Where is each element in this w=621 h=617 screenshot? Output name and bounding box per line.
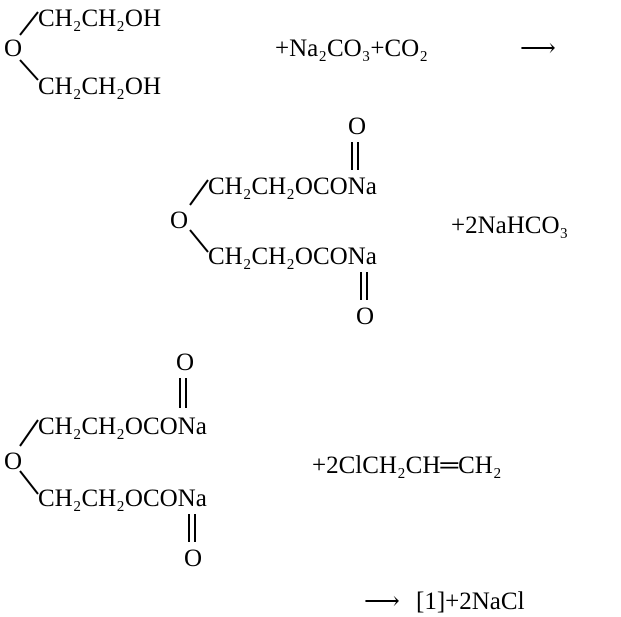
ether-bond-top (19, 11, 39, 36)
reagents-na2co3-co2: +Na₂CO₃+CO₂ (275, 35, 428, 62)
carbonyl-oxygen-bottom: O (356, 303, 374, 330)
ether-oxygen: O (4, 448, 22, 475)
arm-bottom-formula: CH₂CH₂OH (38, 73, 161, 100)
ether-bond-top (19, 419, 39, 447)
carbonyl-oxygen-top: O (348, 113, 366, 140)
ether-oxygen: O (170, 207, 188, 234)
carbonyl-oxygen-top: O (176, 349, 194, 376)
byproduct-nahco3: +2NaHCO₃ (451, 212, 568, 239)
arm-top-formula: CH₂CH₂OCONa (208, 173, 377, 200)
arm-top-formula: CH₂CH₂OCONa (38, 413, 207, 440)
ether-bond-bottom (189, 229, 209, 253)
ether-bond-bottom (19, 470, 39, 495)
carbonyl-oxygen-bottom: O (184, 545, 202, 572)
final-products: [1]+2NaCl (416, 588, 525, 615)
arm-bottom-formula: CH₂CH₂OCONa (208, 243, 377, 270)
ether-bond-top (189, 179, 209, 206)
ether-bond-bottom (19, 59, 39, 81)
reactant-diethylene-glycol: O CH₂CH₂OH CH₂CH₂OH (4, 5, 161, 100)
reaction-arrow-2: ⟶ (364, 588, 400, 615)
arm-top-formula: CH₂CH₂OH (38, 5, 161, 32)
reactant-disodium-dicarbonate: O O CH₂CH₂OCONa CH₂CH₂OCONa O (4, 349, 207, 572)
reaction-arrow-1: ⟶ (520, 35, 556, 62)
ether-oxygen: O (4, 35, 22, 62)
product-disodium-dicarbonate: O O CH₂CH₂OCONa CH₂CH₂OCONa O (170, 113, 377, 330)
arm-bottom-formula: CH₂CH₂OCONa (38, 485, 207, 512)
reagent-allyl-chloride: +2ClCH₂CH═CH₂ (312, 452, 502, 479)
